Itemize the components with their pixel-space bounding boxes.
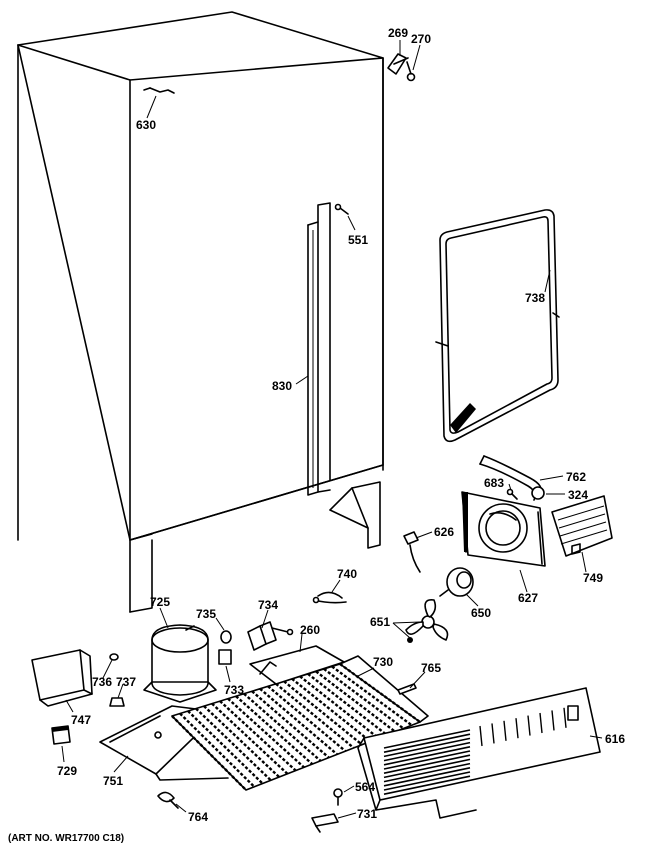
callout-270: 270 — [411, 32, 431, 46]
art-number: (ART NO. WR17700 C18) — [8, 833, 124, 844]
clip-765 — [397, 683, 417, 695]
fan-blade-651 — [405, 599, 449, 643]
callout-564: 564 — [355, 780, 375, 794]
callout-735: 735 — [196, 607, 216, 621]
tube-762 — [479, 455, 545, 501]
callout-725: 725 — [150, 595, 170, 609]
callout-626: 626 — [434, 525, 454, 539]
callout-740: 740 — [337, 567, 357, 581]
clip-630 — [143, 87, 175, 94]
callout-551: 551 — [348, 233, 368, 247]
callout-738: 738 — [525, 291, 545, 305]
callout-764: 764 — [188, 810, 208, 824]
panel-749 — [551, 495, 613, 557]
clip-764 — [157, 791, 179, 809]
callout-729: 729 — [57, 764, 77, 778]
cabinet — [17, 11, 384, 613]
capacitor-733 — [218, 649, 232, 665]
grommet-736 — [109, 653, 119, 661]
callout-616: 616 — [605, 732, 625, 746]
callout-651: 651 — [370, 615, 390, 629]
callout-324: 324 — [568, 488, 588, 502]
relay-734 — [247, 621, 294, 651]
sensor-626 — [403, 531, 421, 573]
callout-269: 269 — [388, 26, 408, 40]
callout-labels: 269 270 630 551 738 830 762 683 324 626 … — [8, 26, 625, 844]
callout-683: 683 — [484, 476, 504, 490]
callout-762: 762 — [566, 470, 586, 484]
part-735 — [220, 630, 232, 644]
callout-830: 830 — [272, 379, 292, 393]
bracket-731 — [311, 813, 339, 833]
callout-751: 751 — [103, 774, 123, 788]
divider-channel-830 — [307, 202, 331, 496]
callout-260: 260 — [300, 623, 320, 637]
callout-734: 734 — [258, 598, 278, 612]
callout-749: 749 — [583, 571, 603, 585]
part-729 — [51, 725, 71, 745]
fan-shroud-627 — [461, 491, 546, 567]
hinge-269-270 — [387, 53, 416, 82]
callout-730: 730 — [373, 655, 393, 669]
callout-765: 765 — [421, 661, 441, 675]
screw-564 — [333, 788, 343, 806]
callout-650: 650 — [471, 606, 491, 620]
callout-736: 736 — [92, 675, 112, 689]
grommet-737 — [109, 697, 125, 707]
callout-747: 747 — [71, 713, 91, 727]
gasket-738 — [435, 209, 560, 443]
bracket-740 — [312, 591, 347, 604]
condenser-730 — [171, 655, 429, 791]
compressor-725 — [143, 624, 217, 703]
callout-737: 737 — [116, 675, 136, 689]
screw-683 — [506, 488, 518, 500]
cover-747 — [31, 649, 93, 707]
grille-616 — [357, 687, 601, 819]
callout-733: 733 — [224, 683, 244, 697]
callout-630: 630 — [136, 118, 156, 132]
fan-motor-650 — [439, 567, 474, 597]
drain-pan-260 — [249, 645, 345, 685]
leader-lines — [61, 40, 603, 819]
screw-551 — [334, 203, 349, 215]
callout-627: 627 — [518, 591, 538, 605]
callout-731: 731 — [357, 807, 377, 821]
